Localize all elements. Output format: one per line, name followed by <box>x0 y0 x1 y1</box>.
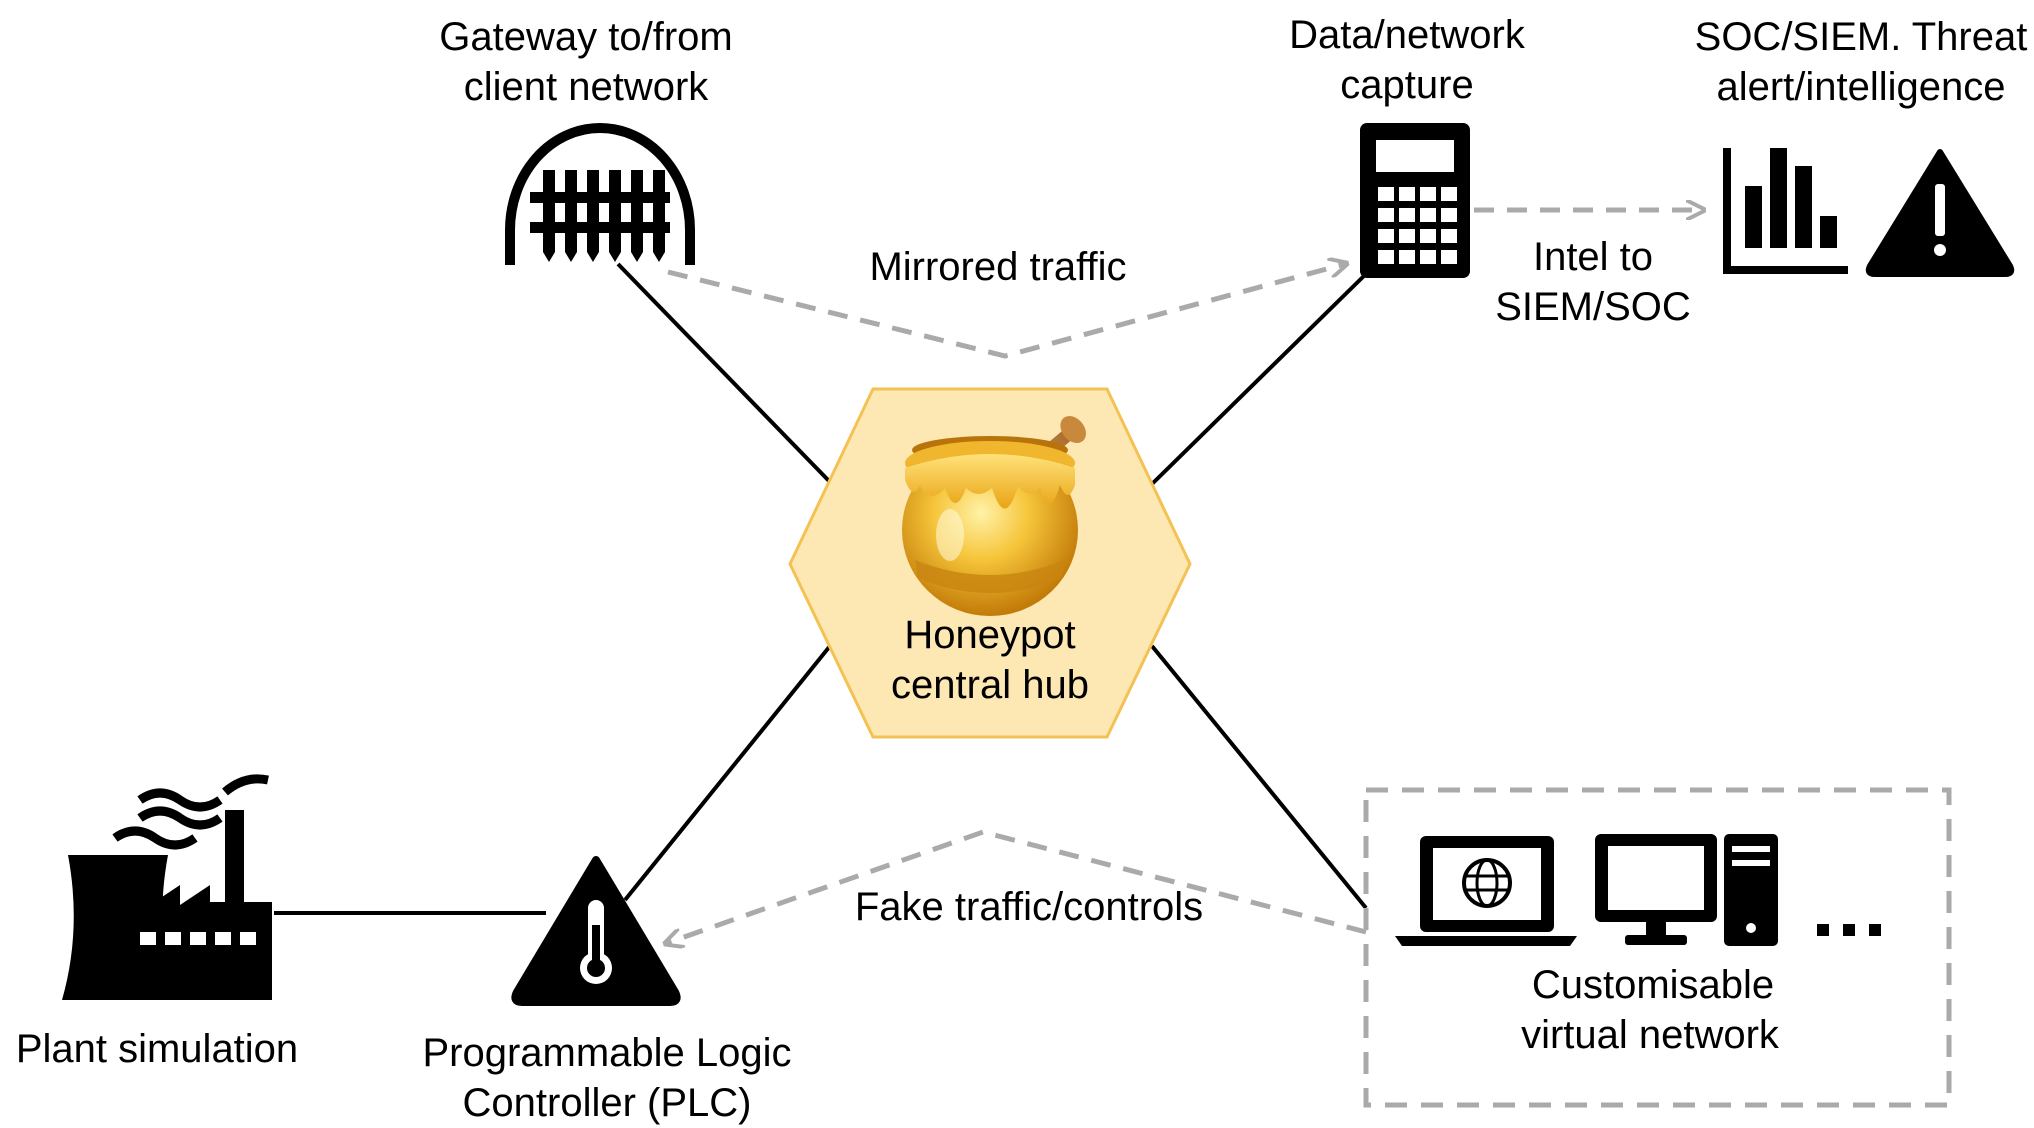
desktop-computer-icon <box>1595 834 1717 945</box>
capture-label-line-1: Data/network <box>1289 13 1526 57</box>
gateway-arch-fence-icon <box>505 123 695 265</box>
thermometer-warning-icon <box>511 856 681 1006</box>
factory-icon <box>62 774 272 1000</box>
calculator-capture-device-icon <box>1360 123 1470 278</box>
soc-label-line-2: alert/intelligence <box>1716 65 2005 109</box>
capture-label-line-2: capture <box>1340 63 1473 107</box>
link-hub-plc <box>623 644 832 902</box>
warning-triangle-icon <box>1865 149 2015 277</box>
gateway-label-line-1: Gateway to/from <box>439 15 732 59</box>
intel-label-line-2: SIEM/SOC <box>1495 285 1691 329</box>
link-gateway-hub <box>616 262 832 484</box>
gateway-label-line-2: client network <box>464 65 710 109</box>
bar-chart-icon <box>1723 148 1848 274</box>
gateway-node: Gateway to/from client network <box>439 15 733 265</box>
honeypot-hub: Honeypot central hub <box>788 387 1192 739</box>
intel-label-line-1: Intel to <box>1533 235 1653 279</box>
capture-node: Data/network capture <box>1289 13 1526 278</box>
plc-node: Programmable Logic Controller (PLC) <box>422 856 792 1125</box>
hub-label-line-1: Honeypot <box>904 613 1075 657</box>
plc-label-line-2: Controller (PLC) <box>463 1081 752 1125</box>
link-hub-virtual-network <box>1150 644 1368 910</box>
virtual-network-label-line-2: virtual network <box>1521 1013 1780 1057</box>
plc-label-line-1: Programmable Logic <box>422 1031 791 1075</box>
fake-traffic-label: Fake traffic/controls <box>855 885 1203 929</box>
honey-pot-icon <box>902 416 1086 616</box>
mirrored-traffic-label: Mirrored traffic <box>869 245 1126 289</box>
soc-node: SOC/SIEM. Threat alert/intelligence <box>1695 15 2028 277</box>
hub-label-line-2: central hub <box>891 663 1089 707</box>
ellipsis-icon <box>1817 924 1881 936</box>
mirrored-traffic-arrow <box>667 264 1345 359</box>
plant-node: Plant simulation <box>16 774 298 1071</box>
virtual-network-group: Customisable virtual network <box>1363 787 1952 1108</box>
virtual-network-label-line-1: Customisable <box>1532 963 1774 1007</box>
plant-label: Plant simulation <box>16 1027 298 1071</box>
soc-label-line-1: SOC/SIEM. Threat <box>1695 15 2028 59</box>
laptop-globe-icon <box>1395 836 1577 946</box>
tower-pc-icon <box>1724 834 1778 946</box>
link-hub-capture <box>1150 268 1372 486</box>
virtual-network-dashed-border <box>1363 787 1952 1108</box>
